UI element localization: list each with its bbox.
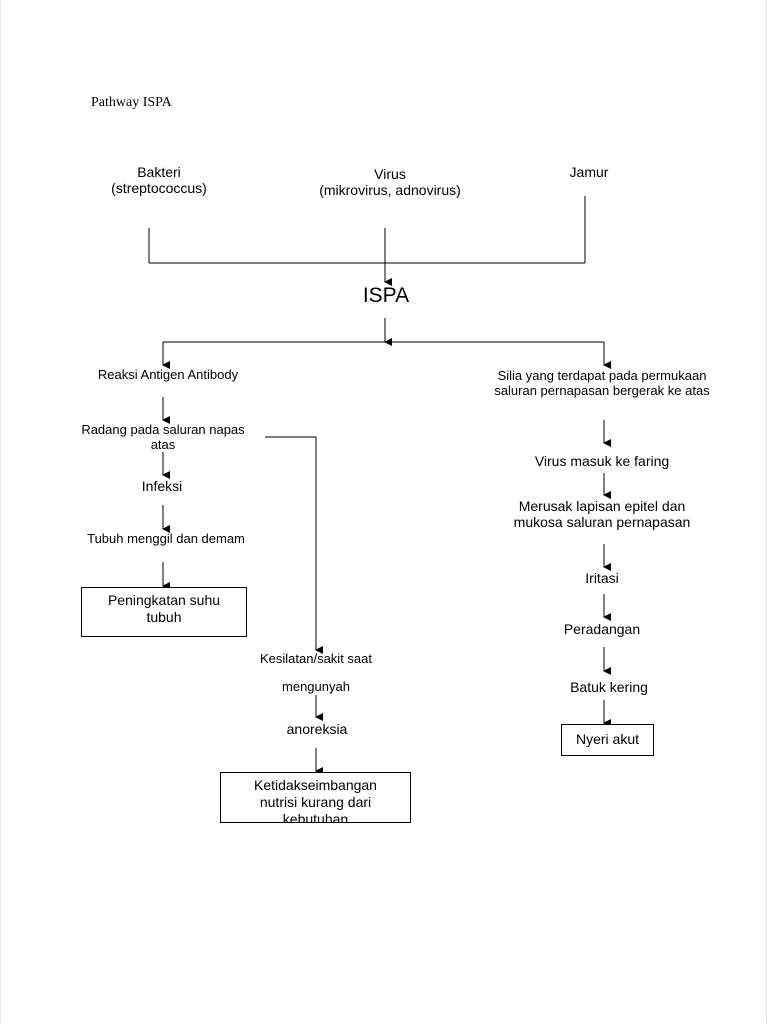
cause-bakteri-detail: (streptococcus): [111, 180, 207, 197]
box-suhu-line2: tubuh: [146, 608, 182, 625]
cause-bakteri: Bakteri (streptococcus): [59, 164, 259, 196]
cause-virus-label: Virus: [374, 166, 406, 182]
box-suhu-line1: Peningkatan suhu: [107, 592, 221, 608]
node-infeksi: Infeksi: [141, 478, 183, 494]
node-anoreksia: anoreksia: [286, 721, 348, 737]
node-kesilatan: Kesilatan/sakit saat: [259, 651, 372, 666]
cause-virus: Virus (mikrovirus, adnovirus): [270, 166, 510, 198]
node-merusak-epitel: Merusak lapisan epitel dan mukosa salura…: [472, 498, 732, 530]
page-title: Pathway ISPA: [91, 95, 172, 110]
box-nutrisi-line1: Ketidakseimbangan: [254, 777, 377, 793]
box-nutrisi-line2: nutrisi kurang dari: [259, 793, 372, 810]
node-silia-line1: Silia yang terdapat pada permukaan: [497, 368, 707, 383]
cause-jamur: Jamur: [539, 164, 639, 180]
node-radang-line2: atas: [150, 436, 176, 452]
node-peradangan: Peradangan: [563, 621, 641, 637]
node-silia-line2: saluran pernapasan bergerak ke atas: [494, 382, 710, 398]
node-radang-line1: Radang pada saluran napas: [81, 422, 245, 437]
cause-bakteri-label: Bakteri: [137, 164, 181, 180]
box-ketidakseimbangan-nutrisi: Ketidakseimbangan nutrisi kurang dari ke…: [220, 772, 411, 823]
node-batuk-kering: Batuk kering: [570, 679, 648, 695]
box-nutrisi-line3: kebutuhan: [282, 810, 349, 823]
node-tubuh-menggil: Tubuh menggil dan demam: [87, 531, 245, 546]
center-node-ispa: ISPA: [362, 284, 410, 307]
cause-jamur-label: Jamur: [569, 164, 609, 180]
node-epitel-line2: mukosa saluran pernapasan: [513, 514, 691, 531]
cause-virus-detail: (mikrovirus, adnovirus): [319, 182, 461, 199]
box-peningkatan-suhu: Peningkatan suhu tubuh: [81, 587, 247, 637]
node-iritasi: Iritasi: [585, 570, 619, 586]
box-nyeri-label: Nyeri akut: [575, 731, 640, 747]
node-epitel-line1: Merusak lapisan epitel dan: [518, 498, 686, 514]
node-silia: Silia yang terdapat pada permukaan salur…: [462, 368, 742, 399]
node-radang: Radang pada saluran napas atas: [53, 422, 273, 453]
node-reaksi-antigen: Reaksi Antigen Antibody: [97, 367, 239, 382]
node-virus-faring: Virus masuk ke faring: [534, 453, 670, 469]
box-nyeri-akut: Nyeri akut: [561, 724, 654, 756]
node-mengunyah: mengunyah: [282, 679, 350, 694]
